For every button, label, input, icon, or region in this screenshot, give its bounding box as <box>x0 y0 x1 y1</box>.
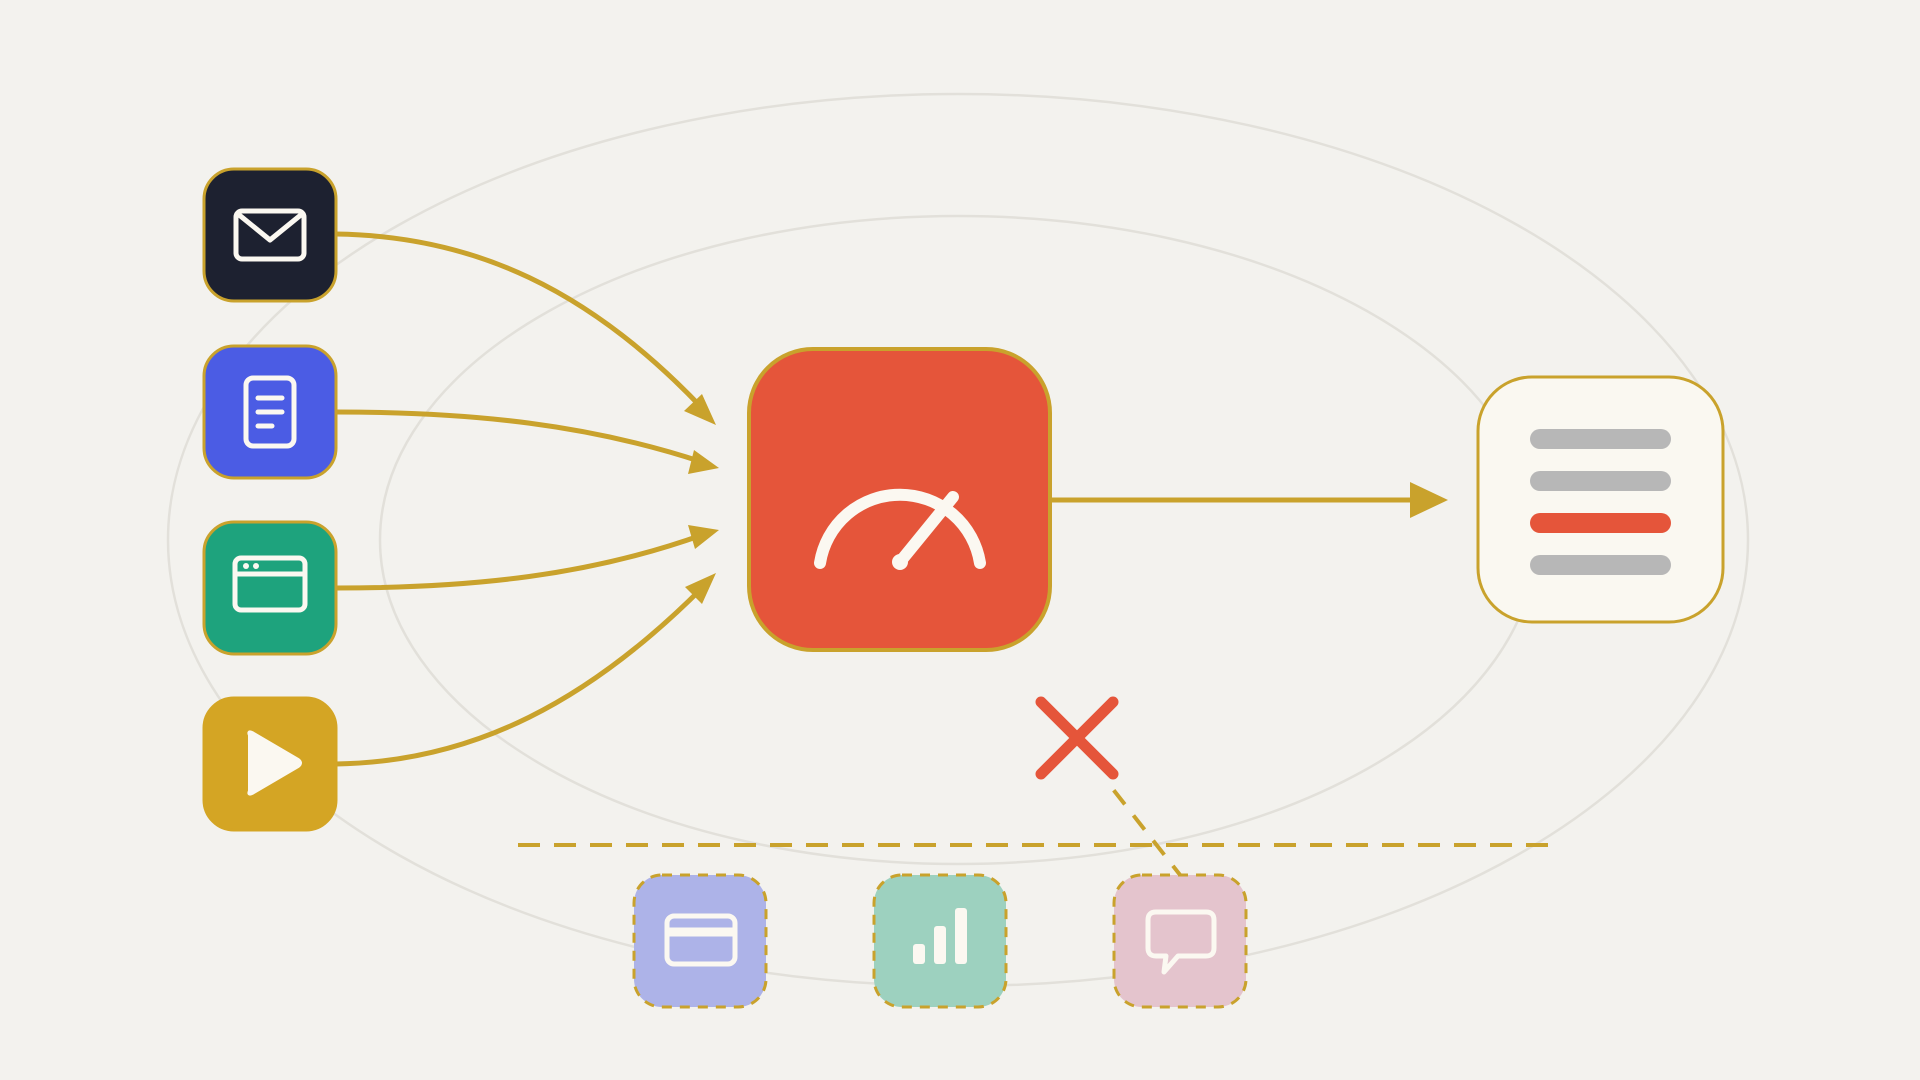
play-icon <box>247 730 302 796</box>
excluded-chart[interactable] <box>872 873 1008 1009</box>
input-envelope[interactable] <box>202 167 338 303</box>
bar-chart-icon <box>913 908 967 964</box>
connector-play-to-hub <box>333 585 705 767</box>
envelope-icon <box>233 208 307 262</box>
connector-document-to-hub <box>333 409 705 465</box>
browser-window-icon <box>232 555 308 613</box>
connector-browser-to-hub <box>333 532 705 591</box>
output-card <box>1476 375 1725 624</box>
list-icon <box>1530 429 1671 575</box>
input-browser[interactable] <box>202 520 338 656</box>
input-browser-tile <box>202 520 338 656</box>
input-arrowheads <box>684 394 719 604</box>
connector-envelope-to-hub <box>333 231 705 411</box>
excluded-chat[interactable] <box>1112 873 1248 1009</box>
arrowhead-browser <box>688 525 719 549</box>
input-play[interactable] <box>202 696 338 832</box>
document-icon <box>243 375 297 449</box>
credit-card-icon <box>664 913 738 967</box>
hub-node[interactable] <box>747 347 1052 652</box>
chat-bubble-icon <box>1145 909 1217 975</box>
arrowhead-envelope <box>684 394 716 425</box>
arrowhead-play <box>685 573 716 604</box>
blocked-x-icon <box>1035 696 1119 780</box>
arrowhead-document <box>688 450 719 474</box>
excluded-card[interactable] <box>632 873 768 1009</box>
output-connector <box>1050 482 1448 518</box>
excluded-chat-tile <box>1112 873 1248 1009</box>
gauge-icon <box>814 488 986 570</box>
arrowhead-output <box>1410 482 1448 518</box>
output-node[interactable] <box>1476 375 1725 624</box>
input-envelope-tile <box>202 167 338 303</box>
input-document[interactable] <box>202 344 338 480</box>
blocked-link <box>1110 786 1186 882</box>
input-connectors <box>333 231 705 767</box>
excluded-card-tile <box>632 873 768 1009</box>
